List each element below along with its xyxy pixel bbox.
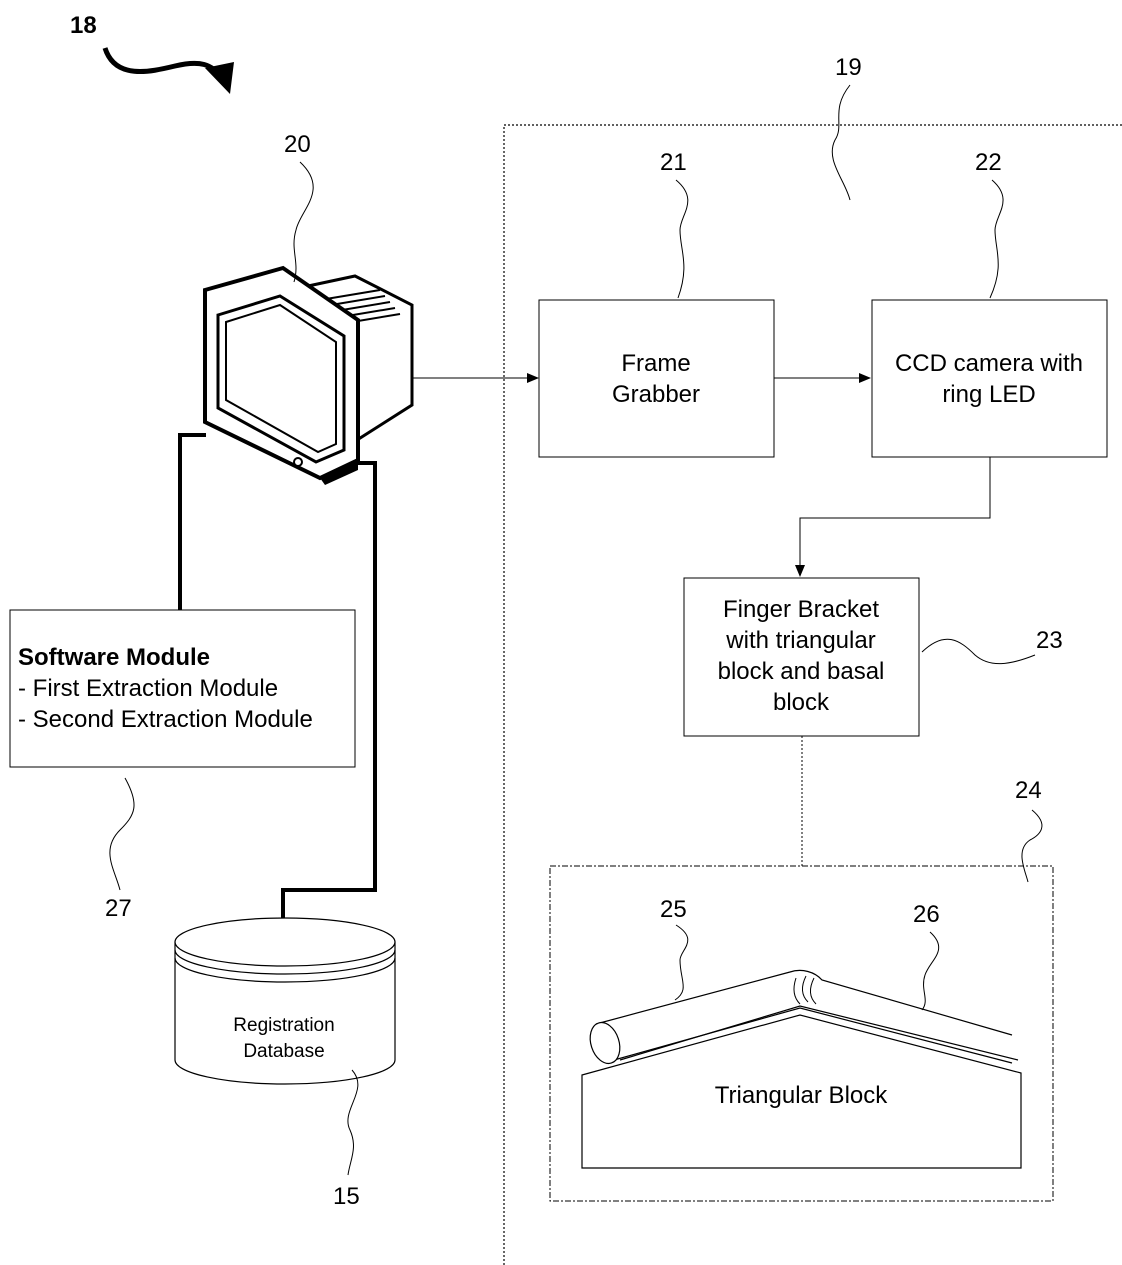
finger-bracket-box	[683, 577, 920, 737]
leader-21	[675, 179, 689, 299]
database-label-line1: Registration	[233, 1015, 334, 1036]
figure-ref-numeral: 18	[70, 12, 97, 39]
leader-23	[921, 638, 1036, 665]
ref-27: 27	[105, 895, 132, 922]
link-computer-database	[281, 461, 377, 922]
triangular-block-label: Triangular Block	[715, 1082, 889, 1109]
leader-25	[674, 924, 689, 1001]
leader-15	[347, 1069, 359, 1176]
ref-15: 15	[333, 1183, 360, 1210]
software-module-title: Software Module	[18, 644, 210, 671]
finger-shape	[589, 969, 1013, 1065]
software-module-item-1: - First Extraction Module	[18, 675, 278, 702]
software-module-box	[9, 609, 356, 768]
ccd-camera-box	[871, 299, 1108, 458]
computer-monitor-icon	[203, 265, 414, 485]
leader-24	[1021, 809, 1043, 883]
enclosure-24-boundary	[549, 865, 1054, 1202]
ref-24: 24	[1015, 777, 1042, 804]
ref-21: 21	[660, 149, 687, 176]
leader-27	[109, 777, 135, 891]
ref-22: 22	[975, 149, 1002, 176]
ref-19: 19	[835, 54, 862, 81]
leader-20	[293, 161, 314, 283]
arrow-camera-to-finger-bracket	[795, 457, 991, 577]
finger-bracket-label-line2: with triangular	[725, 627, 875, 654]
frame-grabber-box	[538, 299, 775, 458]
finger-bracket-label-line4: block	[773, 689, 830, 716]
ref-26: 26	[913, 901, 940, 928]
ccd-camera-label-line1: CCD camera with	[895, 350, 1083, 377]
link-computer-software	[178, 433, 206, 610]
database-label-line2: Database	[243, 1041, 324, 1062]
enclosure-19-boundary	[503, 124, 1122, 1265]
ref-25: 25	[660, 896, 687, 923]
ref-20: 20	[284, 131, 311, 158]
figure-ref-arrow-curve	[102, 47, 225, 80]
triangular-block-shape	[581, 1014, 1022, 1169]
leader-19	[831, 84, 851, 201]
frame-grabber-label-line2: Grabber	[612, 381, 700, 408]
ccd-camera-label-line2: ring LED	[942, 381, 1035, 408]
finger-bracket-label-line1: Finger Bracket	[723, 596, 879, 623]
finger-bracket-label-line3: block and basal	[718, 658, 885, 685]
frame-grabber-label-line1: Frame	[621, 350, 690, 377]
database-cylinder-icon	[174, 917, 396, 1085]
figure-ref-arrow-head	[205, 62, 234, 94]
ref-23: 23	[1036, 627, 1063, 654]
software-module-item-2: - Second Extraction Module	[18, 706, 313, 733]
leader-22	[989, 179, 1004, 299]
leader-26	[921, 931, 940, 1011]
